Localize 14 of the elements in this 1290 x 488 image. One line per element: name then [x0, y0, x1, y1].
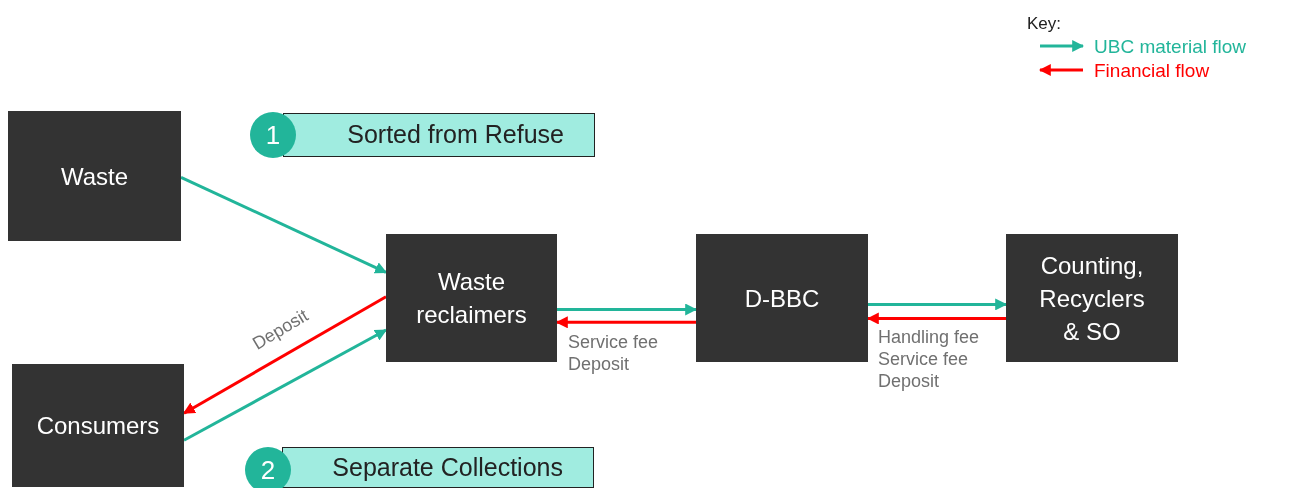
route-label-box: Separate Collections: [282, 447, 594, 488]
arrow: [180, 175, 388, 274]
actor-box: Counting, Recyclers & SO: [1006, 234, 1178, 362]
route-label-box: Sorted from Refuse: [283, 113, 595, 157]
legend-title: Key:: [1027, 13, 1062, 35]
arrow: [868, 298, 1008, 311]
actor-box: D-BBC: [696, 234, 868, 362]
actor-box: Consumers: [12, 364, 184, 487]
arrow: [183, 328, 388, 442]
arrow: [557, 303, 698, 316]
actor-box: Waste reclaimers: [386, 234, 557, 362]
actor-box: Waste: [8, 111, 181, 241]
legend-label: UBC material flow: [1094, 35, 1247, 59]
legend-label: Financial flow: [1094, 59, 1210, 83]
